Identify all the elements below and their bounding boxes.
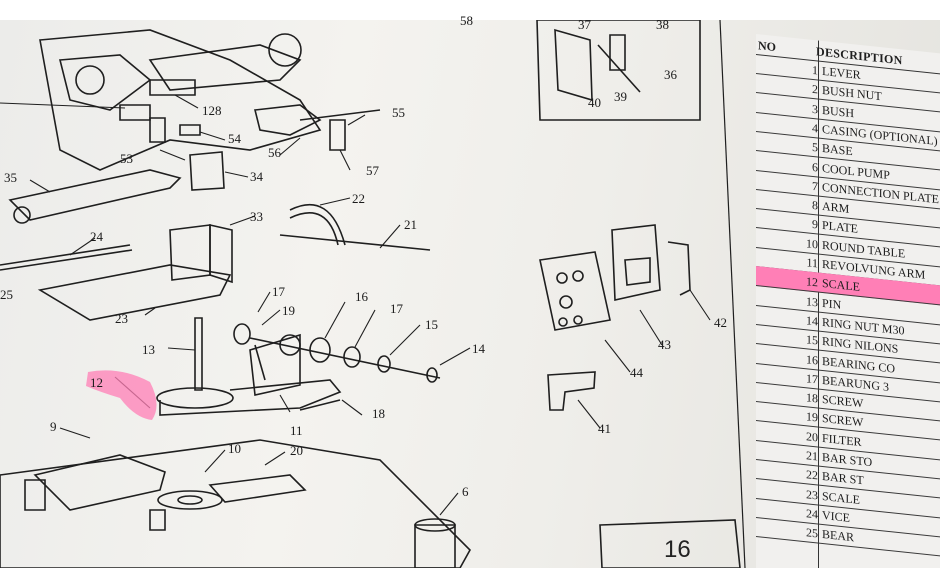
row-number: 18: [806, 390, 818, 406]
row-number: 11: [806, 255, 818, 271]
top-border: [0, 0, 940, 20]
row-number: 21: [806, 448, 818, 464]
row-number: 23: [806, 486, 818, 503]
callout-label: 40: [588, 95, 601, 110]
callout-label: 43: [658, 337, 671, 352]
callout-label: 34: [250, 169, 263, 184]
callout-label: 17: [272, 284, 285, 299]
callout-label: 41: [598, 421, 611, 436]
callout-label: 22: [352, 191, 365, 206]
row-number: 4: [812, 120, 818, 136]
header-no: NO: [758, 38, 776, 55]
callout-label: 42: [714, 315, 727, 330]
callout-label: 37: [578, 17, 591, 32]
row-description: VICE: [822, 507, 850, 525]
row-number: 9: [812, 217, 818, 232]
callout-label: 55: [392, 105, 405, 120]
callout-label: 13: [142, 342, 155, 357]
callout-label: 44: [630, 365, 643, 380]
row-number: 10: [806, 235, 818, 252]
row-description: BUSH: [822, 102, 855, 120]
row-number: 14: [806, 313, 818, 329]
highlight-mark: [86, 370, 157, 420]
arm-outline: [39, 29, 322, 171]
callout-label: 20: [290, 443, 303, 458]
callout-label: 23: [115, 311, 128, 326]
callout-label: 6: [462, 484, 469, 499]
row-description: ARM: [822, 199, 850, 216]
callout-label: 19: [282, 303, 295, 318]
row-number: 20: [806, 428, 818, 445]
row-number: 17: [806, 371, 818, 387]
callout-label: 33: [250, 209, 263, 224]
row-description: PIN: [822, 295, 842, 312]
callout-label: 21: [404, 217, 417, 232]
callout-label: 57: [366, 163, 379, 178]
callout-label: 24: [90, 229, 103, 244]
row-number: 13: [806, 293, 818, 310]
row-number: 3: [812, 101, 818, 117]
callout-label: 15: [425, 317, 438, 332]
row-number: 5: [812, 140, 818, 155]
row-number: 8: [812, 197, 818, 213]
callout-label: 11: [290, 423, 303, 438]
row-number: 6: [812, 159, 818, 175]
callout-label: 39: [614, 89, 627, 104]
exploded-parts-drawing: 58 37 38 36 39 40 128 55 54 53 56 57 35 …: [0, 14, 760, 568]
page-number: 16: [664, 536, 691, 563]
callout-label: 18: [372, 406, 385, 421]
row-number: 2: [812, 82, 818, 97]
callout-label: 38: [656, 17, 669, 32]
callout-label: 36: [664, 67, 677, 82]
callout-label: 56: [268, 145, 281, 160]
callout-label: 16: [355, 289, 368, 304]
callout-label: 12: [90, 375, 103, 390]
callout-label: 25: [0, 287, 13, 302]
row-number: 24: [806, 506, 818, 522]
callout-label: 53: [120, 151, 133, 166]
row-number: 12: [806, 274, 818, 290]
callout-label: 128: [202, 103, 222, 118]
row-description: BEAR: [822, 527, 855, 545]
row-number: 15: [806, 332, 818, 348]
callout-label: 58: [460, 13, 473, 28]
callout-label: 17: [390, 301, 403, 316]
bottom-border: [0, 568, 940, 587]
row-number: 22: [806, 467, 818, 483]
callout-label: 10: [228, 441, 241, 456]
row-number: 16: [806, 351, 818, 368]
row-number: 1: [812, 62, 818, 78]
row-description: BASE: [822, 141, 853, 159]
parts-diagram-svg: [0, 20, 746, 568]
callout-label: 9: [50, 419, 57, 434]
row-number: 7: [812, 178, 818, 194]
callout-label: 54: [228, 131, 241, 146]
row-number: 19: [806, 409, 818, 425]
callout-label: 14: [472, 341, 485, 356]
callout-label: 35: [4, 170, 17, 185]
row-number: 25: [806, 525, 818, 541]
